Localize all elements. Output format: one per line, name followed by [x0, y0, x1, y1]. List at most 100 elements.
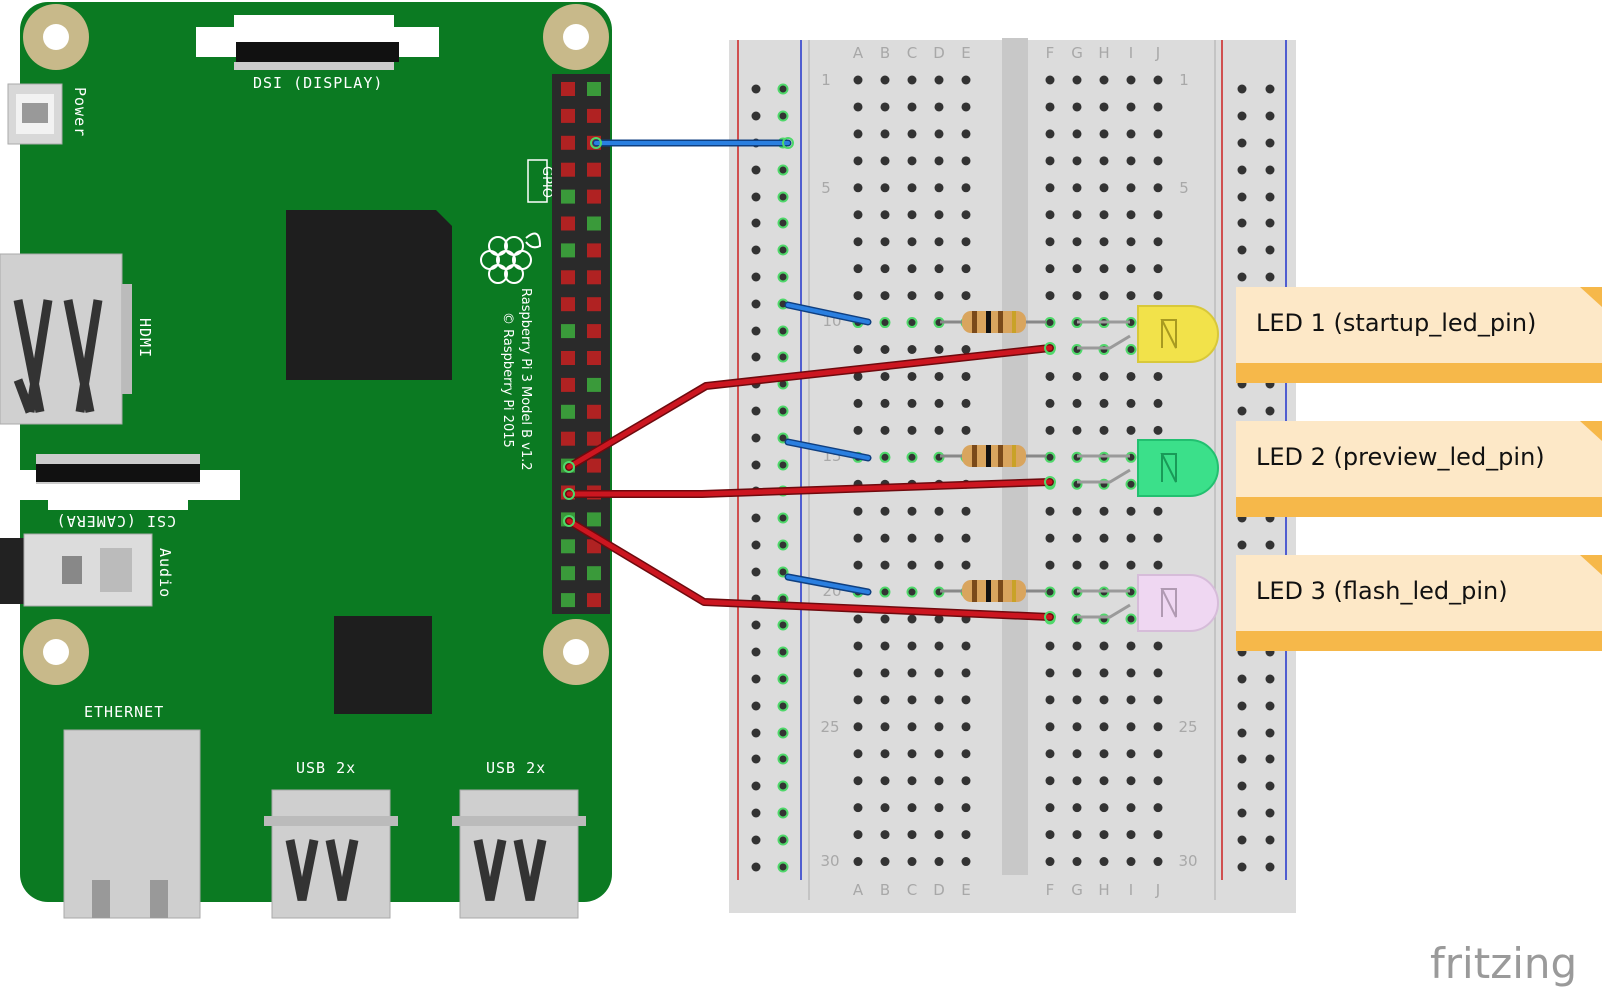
- led-3: [1137, 574, 1219, 632]
- breadboard-hole: [907, 183, 917, 193]
- breadboard-hole: [934, 102, 944, 112]
- breadboard-hole: [1099, 695, 1109, 705]
- breadboard-hole: [1237, 84, 1247, 94]
- col-letter: J: [1155, 881, 1160, 899]
- breadboard-hole: [1072, 210, 1082, 220]
- breadboard-hole: [1265, 540, 1275, 550]
- breadboard-hole: [934, 803, 944, 813]
- breadboard-hole: [934, 156, 944, 166]
- usb-port-2: [452, 789, 586, 919]
- breadboard-hole: [1265, 754, 1275, 764]
- gpio-pin: [561, 431, 575, 446]
- row-number: 1: [821, 71, 831, 89]
- pcb: [20, 2, 612, 902]
- breadboard-hole: [1153, 560, 1163, 570]
- breadboard-hole: [961, 695, 971, 705]
- breadboard-hole: [907, 695, 917, 705]
- wire-ends: [563, 137, 1056, 623]
- breadboard-hole: [1072, 533, 1082, 543]
- breadboard-hole: [853, 345, 863, 354]
- breadboard-hole: [777, 780, 789, 792]
- breadboard-hole: [1099, 722, 1109, 732]
- breadboard-hole: [879, 317, 891, 329]
- gpio-pin: [561, 189, 575, 204]
- breadboard-hole: [853, 264, 863, 274]
- breadboard-hole: [880, 803, 890, 813]
- col-letter: C: [907, 881, 917, 899]
- breadboard-hole: [751, 218, 761, 228]
- breadboard-hole: [1153, 371, 1163, 381]
- breadboard-hole: [1126, 371, 1136, 381]
- breadboard-hole: [880, 533, 890, 543]
- breadboard-hole: [1099, 803, 1109, 813]
- gpio-pin: [587, 404, 601, 419]
- breadboard-hole: [853, 722, 863, 732]
- breadboard-hole: [751, 406, 761, 416]
- note-led-1: LED 1 (startup_led_pin): [1236, 287, 1602, 383]
- breadboard-hole: [1126, 291, 1136, 301]
- breadboard-hole: [934, 237, 944, 247]
- breadboard-hole: [1099, 75, 1109, 85]
- breadboard-hole: [1126, 749, 1136, 759]
- breadboard-hole: [751, 352, 761, 362]
- breadboard-hole: [1099, 857, 1109, 867]
- wire-ground-3: [784, 573, 872, 596]
- breadboard-hole: [1153, 641, 1163, 651]
- note-led-3: LED 3 (flash_led_pin): [1236, 555, 1602, 651]
- col-letter: A: [853, 881, 864, 899]
- col-letter: H: [1098, 881, 1109, 899]
- breadboard-hole: [1072, 398, 1082, 408]
- breadboard-hole: [880, 641, 890, 651]
- wire-signal-led-2: [565, 478, 1054, 498]
- csi-label: CSI (CAMERA): [56, 512, 176, 530]
- gpio-pin: [561, 162, 575, 177]
- column-letters-top: A B C D E F G H I J: [853, 44, 1160, 62]
- breadboard-hole: [1237, 165, 1247, 175]
- breadboard-hole: [1125, 478, 1137, 490]
- breadboard-hole: [961, 776, 971, 786]
- breadboard-hole: [1045, 506, 1055, 516]
- breadboard-hole: [1265, 218, 1275, 228]
- csi-connector: [18, 454, 240, 510]
- breadboard-hole: [777, 405, 789, 417]
- breadboard-hole: [961, 398, 971, 408]
- breadboard-hole: [777, 619, 789, 631]
- breadboard-hole: [907, 102, 917, 112]
- breadboard-hole: [961, 560, 971, 570]
- gpio-pin: [561, 108, 575, 123]
- breadboard-hole: [1044, 451, 1056, 463]
- breadboard-hole: [777, 700, 789, 712]
- breadboard-hole: [880, 668, 890, 678]
- gpio-header: [552, 74, 610, 614]
- breadboard-hole: [1099, 210, 1109, 220]
- breadboard-hole: [1126, 75, 1136, 85]
- gpio-pin: [561, 135, 575, 150]
- note-text: LED 3 (flash_led_pin): [1256, 577, 1508, 605]
- breadboard-hole: [907, 425, 917, 435]
- audio-label: Audio: [156, 548, 174, 598]
- breadboard-hole: [1153, 749, 1163, 759]
- breadboard-hole: [961, 345, 971, 354]
- breadboard-hole: [777, 271, 789, 283]
- breadboard-hole: [853, 210, 863, 220]
- breadboard-hole: [853, 183, 863, 193]
- breadboard-hole: [751, 245, 761, 255]
- breadboard-hole: [1044, 586, 1056, 598]
- breadboard-hole: [1045, 398, 1055, 408]
- breadboard-hole: [1265, 192, 1275, 202]
- breadboard-hole: [1153, 129, 1163, 139]
- led-legs: [1077, 320, 1131, 619]
- breadboard-hole: [853, 830, 863, 840]
- breadboard-hole: [934, 560, 944, 570]
- breadboard-hole: [1099, 425, 1109, 435]
- breadboard-hole: [777, 566, 789, 578]
- breadboard-hole: [853, 398, 863, 408]
- breadboard-hole: [934, 722, 944, 732]
- breadboard-hole: [934, 749, 944, 759]
- col-letter: G: [1071, 881, 1083, 899]
- breadboard-hole: [907, 749, 917, 759]
- breadboard-hole: [853, 371, 863, 381]
- breadboard-hole: [1045, 129, 1055, 139]
- breadboard-hole: [1099, 264, 1109, 274]
- breadboard-hole: [961, 183, 971, 193]
